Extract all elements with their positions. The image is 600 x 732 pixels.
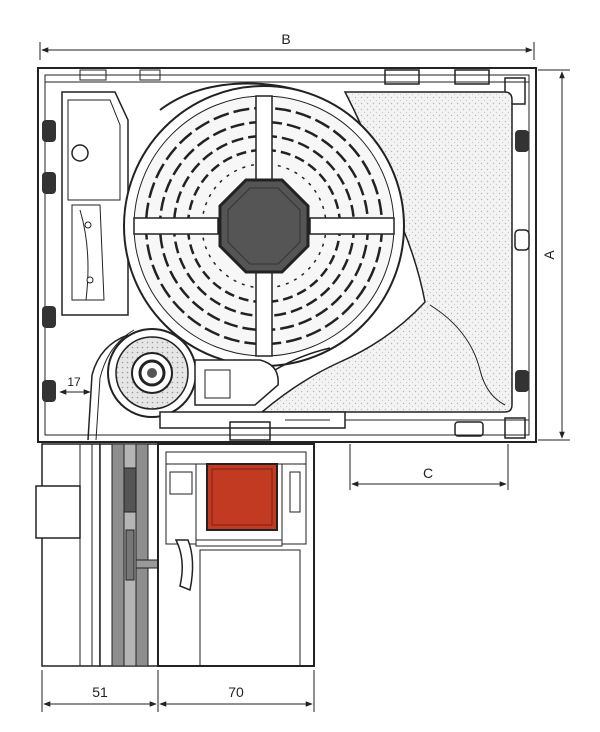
dimension-51: 51: [41, 670, 159, 712]
lower-guide: [159, 347, 346, 441]
dimension-b: B: [39, 31, 535, 60]
guide-rail: [99, 443, 169, 667]
dimension-c-label: C: [423, 465, 433, 481]
dimension-17-label: 17: [67, 375, 81, 389]
brush-roller: [107, 328, 197, 418]
dimension-a: A: [538, 69, 570, 441]
left-bracket: [61, 91, 129, 316]
curtain-path: [87, 334, 129, 441]
octagonal-axle: [218, 178, 310, 274]
dimension-a-label: A: [541, 250, 557, 260]
window-frame-profile: [157, 443, 315, 667]
dimension-70: 70: [159, 670, 315, 712]
dimension-c: C: [349, 444, 509, 490]
dimension-17: 17: [59, 375, 91, 395]
thermal-insert: [206, 463, 278, 531]
dimension-51-label: 51: [92, 684, 108, 700]
dimension-70-label: 70: [228, 684, 244, 700]
roller-drum: [123, 82, 405, 367]
dimension-b-label: B: [281, 31, 290, 47]
outer-wall: [35, 443, 101, 667]
bracket-hole: [71, 144, 89, 162]
insulation-curve: [429, 304, 506, 406]
